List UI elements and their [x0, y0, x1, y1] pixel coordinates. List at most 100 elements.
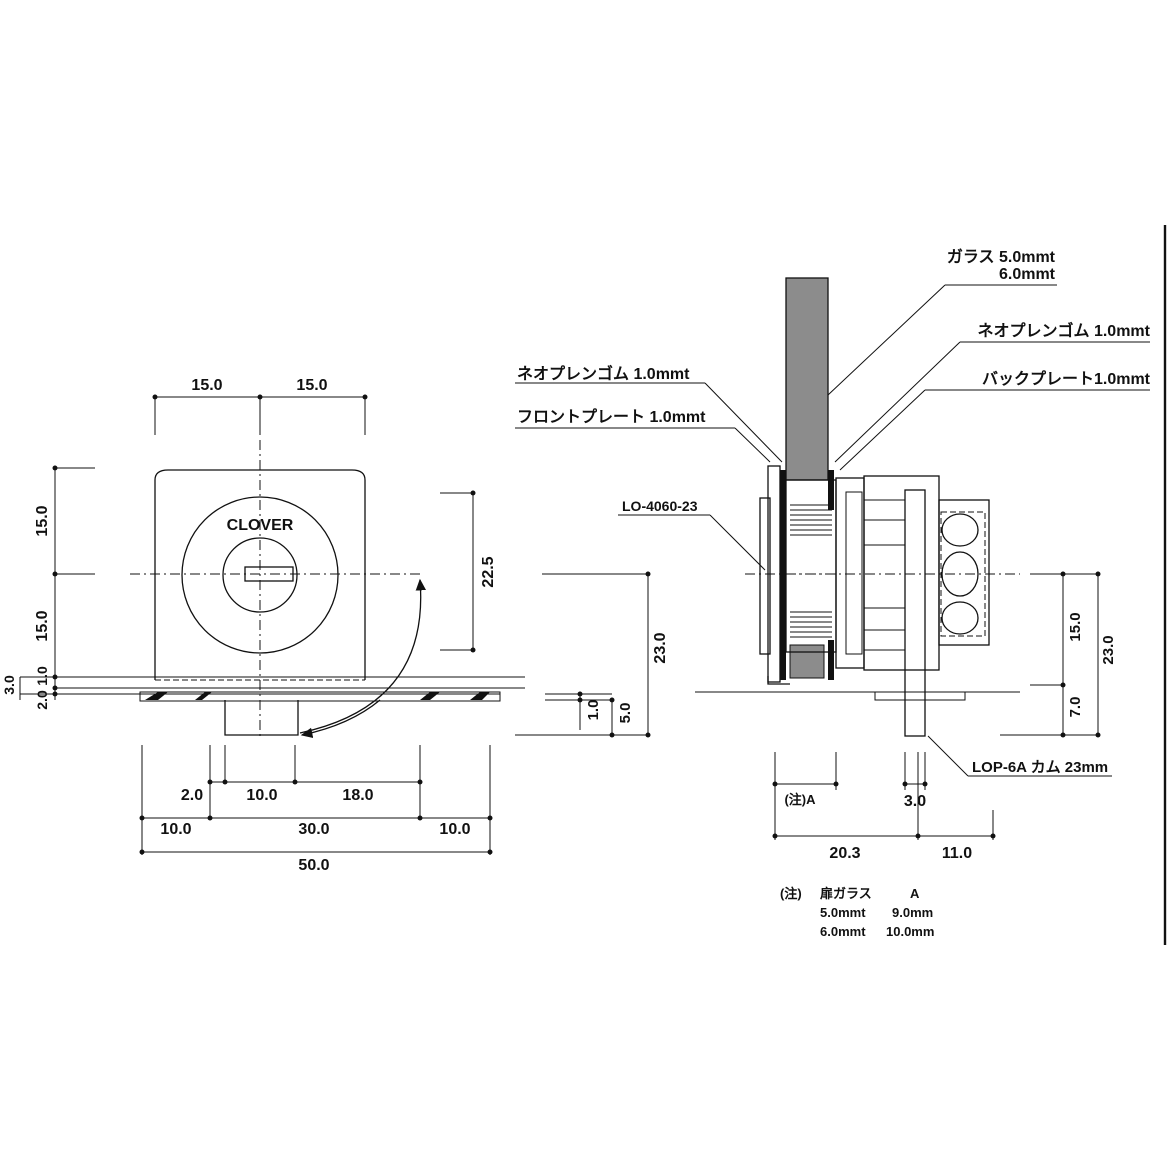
rotation-arrow-back — [300, 699, 381, 738]
dim-left-upper-label: 15.0 — [34, 505, 51, 536]
label-neo-left: ネオプレンゴム 1.0mmt — [517, 364, 690, 383]
label-part: LO-4060-23 — [622, 498, 698, 514]
side-dim-15-label: 15.0 — [1067, 612, 1084, 641]
side-dim-3-label: 3.0 — [904, 793, 926, 810]
dim-dot — [915, 833, 921, 839]
dim-dot — [1095, 732, 1101, 738]
thread-upper — [790, 504, 832, 536]
gasket-left-1 — [145, 692, 168, 700]
dim-dot — [222, 779, 228, 785]
label-front-plate: フロントプレート 1.0mmt — [517, 407, 706, 426]
dim-dot — [207, 779, 213, 785]
label-glass-2: 6.0mmt — [999, 266, 1056, 283]
dim-dot — [257, 394, 263, 400]
side-base-plate — [874, 691, 966, 701]
spring-ball-1 — [941, 513, 979, 547]
dim-dot — [645, 732, 651, 738]
dim-22-label: 22.5 — [480, 556, 497, 587]
dim-dot — [52, 685, 58, 691]
dim-top-left-label: 15.0 — [191, 377, 222, 394]
dim-dot — [292, 779, 298, 785]
rear-cover — [938, 499, 990, 646]
cam-body — [224, 700, 299, 736]
leader-neo-left — [704, 382, 783, 463]
front-view: CLOVER 15.0 15.0 — [1, 377, 669, 874]
note-row1-glass: 5.0mmt — [820, 905, 866, 920]
dim-dot — [609, 697, 615, 703]
side-view: ガラス 5.0mmt 6.0mmt ネオプレンゴム 1.0mmt バックプレート… — [515, 248, 1151, 862]
dim-dot — [417, 779, 423, 785]
dim-dot — [362, 394, 368, 400]
note-table: (注) 扉ガラス A 5.0mmt 9.0mm 6.0mmt 10.0mm — [780, 886, 934, 939]
note-row2-a: 10.0mm — [886, 924, 934, 939]
dim-dot — [152, 394, 158, 400]
leader-front-plate — [734, 427, 771, 463]
right-gasket-lower — [828, 640, 834, 680]
dim-b1-2-label: 2.0 — [181, 787, 203, 804]
dim-b2-30-label: 30.0 — [298, 821, 329, 838]
dim-dot — [609, 732, 615, 738]
cam-plate — [904, 489, 926, 737]
dim-1-label: 1.0 — [585, 700, 602, 721]
cylinder-inner-ring — [222, 537, 298, 613]
dim-dot — [52, 465, 58, 471]
leader-neo-right — [834, 341, 961, 463]
nut-housing — [835, 477, 865, 669]
dim-dot — [990, 833, 996, 839]
dim-dot — [577, 691, 583, 697]
back-housing — [863, 475, 940, 671]
gasket-right-2 — [470, 692, 490, 700]
dim-dot — [417, 815, 423, 821]
dim-b3-50-label: 50.0 — [298, 857, 329, 874]
leader-glass — [827, 284, 946, 396]
dim-23-label: 23.0 — [652, 632, 669, 663]
label-back-plate: バックプレート1.0mmt — [982, 369, 1151, 388]
note-header-mark: (注) — [780, 886, 802, 901]
dim-left-2-label: 2.0 — [34, 690, 50, 710]
side-dim-20-label: 20.3 — [829, 845, 860, 862]
label-cam: LOP-6A カム 23mm — [972, 759, 1108, 776]
spring-ball-3 — [941, 601, 979, 635]
dim-dot — [470, 490, 476, 496]
dim-dot — [139, 815, 145, 821]
thread-lower — [790, 611, 832, 638]
leader-part — [709, 514, 766, 571]
spring-ball-2 — [941, 551, 979, 597]
dim-b1-18-label: 18.0 — [342, 787, 373, 804]
dim-b2-10b-label: 10.0 — [439, 821, 470, 838]
dim-dot — [1060, 682, 1066, 688]
rotation-arrow — [299, 578, 427, 734]
leader-cam — [927, 735, 969, 777]
label-glass-1: ガラス 5.0mmt — [947, 248, 1056, 266]
dim-b2-10a-label: 10.0 — [160, 821, 191, 838]
nut-inner — [845, 491, 863, 655]
note-header-a: A — [910, 886, 920, 901]
left-gasket — [780, 470, 786, 680]
cylinder-outer-ring — [181, 496, 339, 654]
dim-dot — [470, 647, 476, 653]
note-row2-glass: 6.0mmt — [820, 924, 866, 939]
label-neo-right: ネオプレンゴム 1.0mmt — [978, 321, 1151, 340]
gasket-right-1 — [420, 692, 440, 700]
side-dim-a-label: (注)A — [784, 792, 816, 807]
dim-dot — [1060, 732, 1066, 738]
glass-panel-lower — [789, 644, 825, 679]
dim-dot — [207, 815, 213, 821]
dim-5-label: 5.0 — [617, 703, 634, 724]
dim-left-lower-label: 15.0 — [34, 610, 51, 641]
gasket-left-2 — [195, 692, 212, 700]
dim-dot — [922, 781, 928, 787]
dim-dot — [772, 781, 778, 787]
side-dim-11-label: 11.0 — [942, 845, 972, 862]
dim-dot — [772, 833, 778, 839]
right-gasket — [828, 470, 834, 510]
dim-dot — [487, 849, 493, 855]
dim-dot — [902, 781, 908, 787]
dim-dot — [487, 815, 493, 821]
dim-left-1-label: 1.0 — [34, 666, 50, 686]
cylinder-face — [759, 497, 771, 655]
front-plate-strip — [139, 691, 501, 702]
leader-back-plate — [839, 389, 926, 471]
dim-dot — [577, 697, 583, 703]
